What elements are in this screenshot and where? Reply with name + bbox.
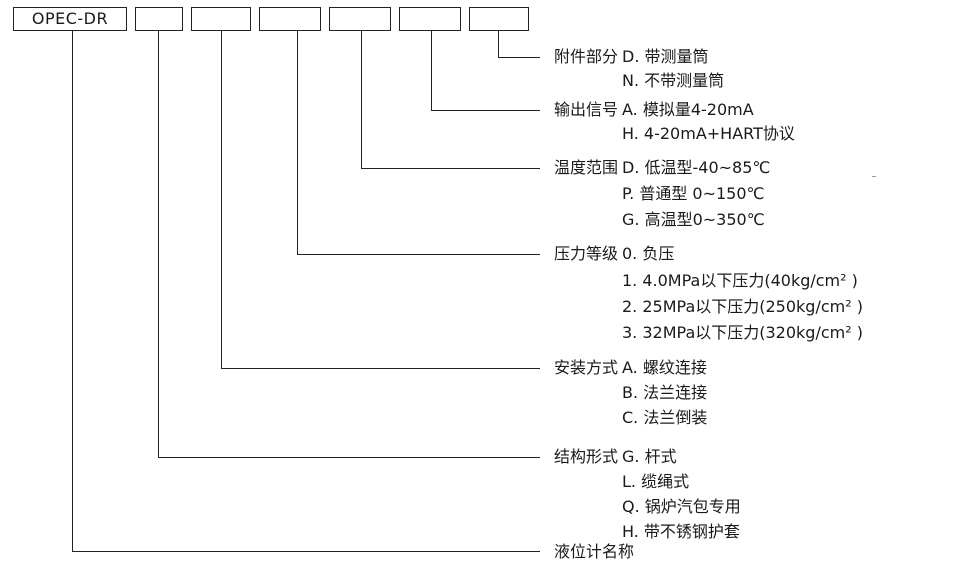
connector-temperature xyxy=(361,31,540,169)
option-accessory-d: D. 带测量筒 xyxy=(622,47,709,66)
connector-installation xyxy=(221,31,540,369)
option-installation-b: B. 法兰连接 xyxy=(622,383,708,402)
option-pressure-0: 0. 负压 xyxy=(622,244,675,263)
connector-output xyxy=(431,31,540,111)
option-structure-q: Q. 锅炉汽包专用 xyxy=(622,497,741,516)
category-temperature: 温度范围 xyxy=(554,158,619,177)
option-pressure-2: 2. 25MPa以下压力(250kg/cm² ) xyxy=(622,297,863,316)
category-accessory: 附件部分 xyxy=(554,47,619,66)
option-output-a: A. 模拟量4-20mA xyxy=(622,100,754,119)
option-pressure-3: 3. 32MPa以下压力(320kg/cm² ) xyxy=(622,323,863,342)
option-temperature-p: P. 普通型 0~150℃ xyxy=(622,184,765,203)
option-temperature-g: G. 高温型0~350℃ xyxy=(622,210,765,229)
option-installation-c: C. 法兰倒装 xyxy=(622,408,708,427)
code-box-temperature xyxy=(329,7,391,31)
option-structure-l: L. 缆绳式 xyxy=(622,472,690,491)
code-box-structure xyxy=(135,7,183,31)
option-structure-h: H. 带不锈钢护套 xyxy=(622,522,740,541)
category-gauge-name: 液位计名称 xyxy=(554,542,635,561)
connector-accessory xyxy=(498,31,540,58)
option-temperature-d: D. 低温型-40~85℃ xyxy=(622,158,771,177)
connector-pressure xyxy=(297,31,540,255)
option-accessory-n: N. 不带测量筒 xyxy=(622,71,725,90)
option-output-h: H. 4-20mA+HART协议 xyxy=(622,124,795,143)
code-box-installation xyxy=(191,7,251,31)
connector-name xyxy=(72,31,540,552)
model-code-label: OPEC-DR xyxy=(31,9,109,28)
category-installation: 安装方式 xyxy=(554,358,619,377)
model-code-box: OPEC-DR xyxy=(13,7,127,31)
option-installation-a: A. 螺纹连接 xyxy=(622,358,707,377)
code-box-accessory xyxy=(469,7,529,31)
category-pressure: 压力等级 xyxy=(554,244,619,263)
code-box-pressure xyxy=(259,7,321,31)
code-box-output xyxy=(399,7,461,31)
option-pressure-1: 1. 4.0MPa以下压力(40kg/cm² ) xyxy=(622,271,858,290)
stray-mark xyxy=(872,176,876,177)
category-structure: 结构形式 xyxy=(554,447,619,466)
connector-structure xyxy=(158,31,540,458)
category-output-signal: 输出信号 xyxy=(554,100,619,119)
option-structure-g: G. 杆式 xyxy=(622,447,677,466)
